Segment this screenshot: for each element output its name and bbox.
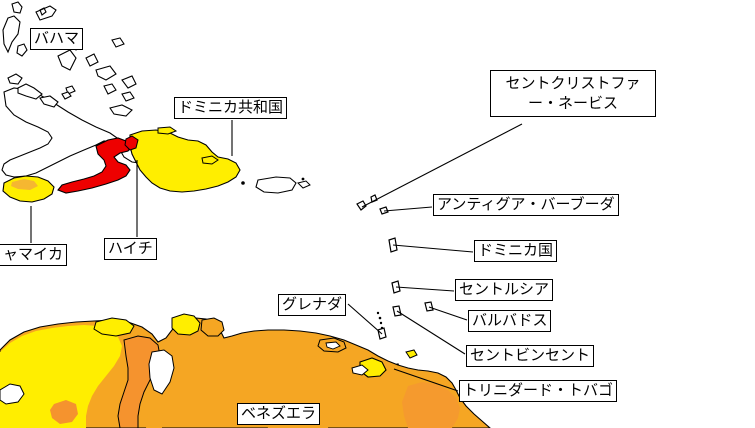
leader-saint-lucia [395, 286, 455, 292]
label-grenada: グレナダ [278, 294, 347, 316]
jamaica-island [2, 175, 55, 203]
saint-kitts-islet [356, 200, 367, 211]
label-saint-lucia: セントルシア [455, 279, 554, 301]
label-dominican-republic: ドミニカ共和国 [174, 97, 288, 119]
label-haiti: ハイチ [104, 238, 157, 260]
bahamas-islands [2, 1, 137, 102]
barbados-islet [424, 301, 434, 312]
cayman-and-small-islands [61, 91, 133, 117]
leader-trinidad-tobago [393, 368, 459, 392]
label-jamaica: ャマイカ [0, 244, 68, 266]
label-antigua-barbuda: アンティグア・バーブーダ [433, 194, 619, 216]
label-trinidad-tobago: トリニダード・トバゴ [459, 380, 618, 402]
leader-antigua-barbuda [383, 206, 433, 212]
label-saint-vincent: セントビンセント [466, 345, 595, 367]
cuba-island [1, 73, 145, 178]
label-bahamas: バハマ [30, 28, 84, 50]
hispaniola-island [57, 126, 241, 194]
grenadines-dots [376, 311, 384, 330]
leader-grenada [347, 303, 383, 335]
leader-saint-kitts-nevis [361, 123, 523, 208]
label-barbados: バルバドス [468, 310, 552, 332]
south-america-landmass [0, 313, 491, 428]
leader-saint-vincent [396, 310, 466, 355]
puerto-rico-island [241, 176, 311, 194]
leader-barbados [428, 306, 468, 321]
label-venezuela: ベネズエラ [237, 403, 321, 425]
leader-dominica [392, 244, 474, 253]
leader-lines [30, 120, 523, 392]
label-saint-kitts-nevis: セントクリストファー・ネービス [490, 70, 656, 117]
label-dominica: ドミニカ国 [474, 240, 558, 262]
